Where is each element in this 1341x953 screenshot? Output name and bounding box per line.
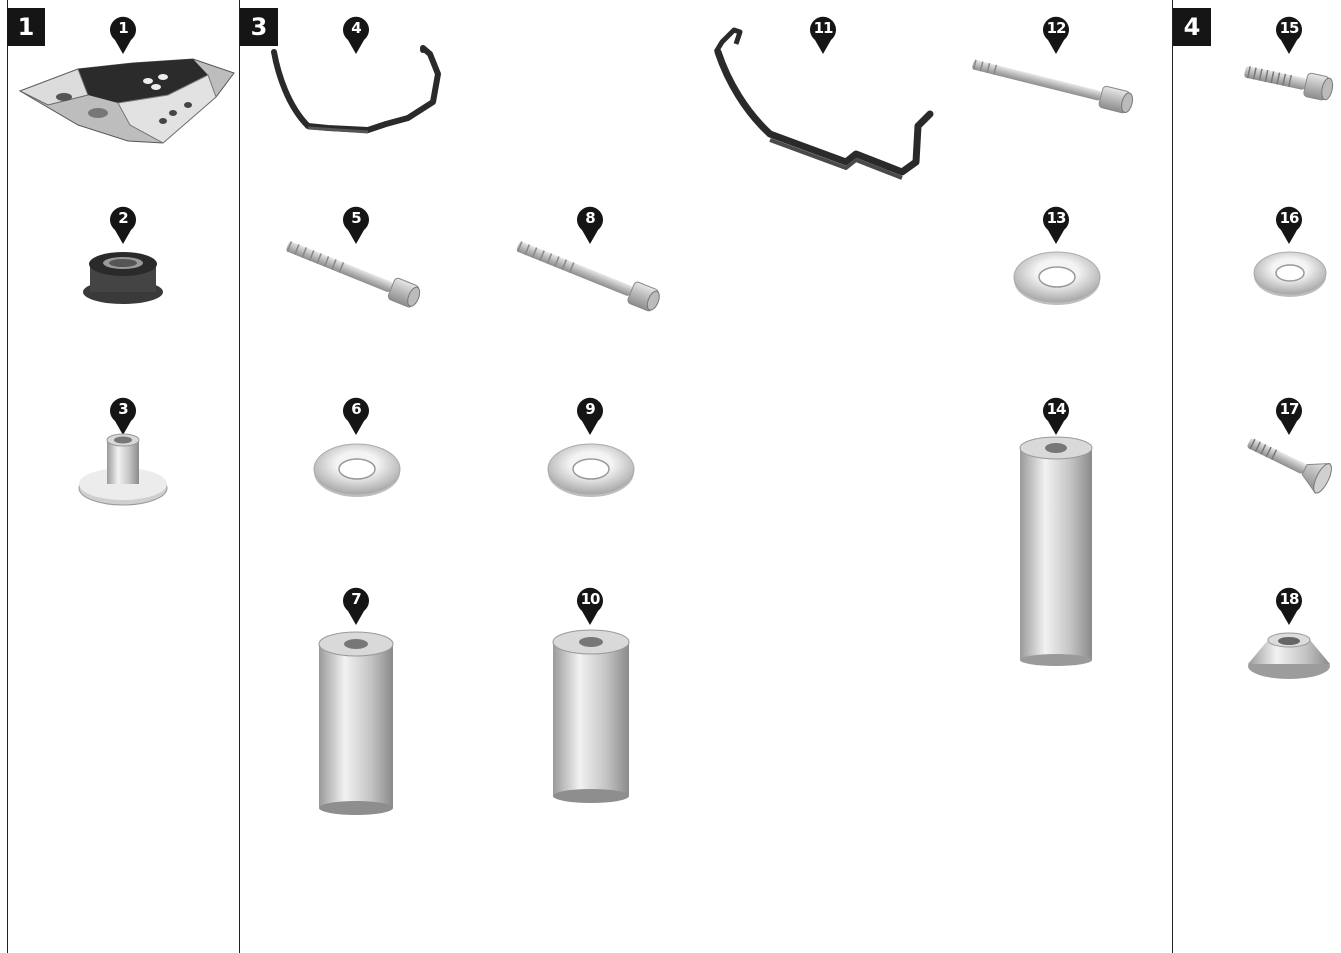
section-label-4: 4 — [1173, 8, 1211, 46]
part-marker-9: 9 — [575, 396, 605, 436]
part-marker-15: 15 — [1274, 15, 1304, 55]
part-marker-16: 16 — [1274, 205, 1304, 245]
part-marker-7: 7 — [341, 586, 371, 626]
part-marker-5: 5 — [341, 205, 371, 245]
section-divider — [1172, 0, 1173, 953]
part-number: 8 — [575, 209, 605, 227]
rubber-grommet-icon — [80, 244, 166, 306]
part-marker-18: 18 — [1274, 586, 1304, 626]
washer-icon — [312, 440, 402, 500]
part-number: 16 — [1274, 209, 1304, 227]
hex-socket-bolt-icon — [276, 240, 436, 308]
skid-plate-icon — [18, 55, 238, 150]
part-number: 4 — [341, 19, 371, 37]
part-marker-12: 12 — [1041, 15, 1071, 55]
part-marker-13: 13 — [1041, 205, 1071, 245]
section-label-3: 3 — [240, 8, 278, 46]
countersunk-washer-icon — [1246, 628, 1332, 682]
hex-socket-bolt-icon — [506, 240, 676, 312]
part-number: 18 — [1274, 590, 1304, 608]
part-number: 6 — [341, 400, 371, 418]
bracket-icon — [706, 22, 942, 192]
part-marker-3: 3 — [108, 396, 138, 436]
part-number: 5 — [341, 209, 371, 227]
washer-icon — [546, 440, 636, 500]
short-bolt-icon — [1240, 56, 1340, 106]
part-number: 3 — [108, 400, 138, 418]
part-number: 13 — [1041, 209, 1071, 227]
part-number: 9 — [575, 400, 605, 418]
washer-icon — [1252, 248, 1328, 300]
part-number: 10 — [575, 590, 605, 608]
part-number: 15 — [1274, 19, 1304, 37]
part-marker-6: 6 — [341, 396, 371, 436]
countersunk-bolt-icon — [1240, 428, 1340, 498]
section-divider — [7, 0, 8, 953]
part-number: 17 — [1274, 400, 1304, 418]
part-marker-8: 8 — [575, 205, 605, 245]
washer-icon — [1012, 248, 1102, 308]
spacer-icon — [316, 630, 396, 816]
bracket-icon — [268, 44, 448, 140]
spacer-icon — [550, 628, 634, 804]
flanged-bushing-icon — [76, 432, 170, 508]
section-divider — [239, 0, 240, 953]
part-number: 2 — [108, 209, 138, 227]
part-number: 12 — [1041, 19, 1071, 37]
section-label-1: 1 — [7, 8, 45, 46]
part-number: 14 — [1041, 400, 1071, 418]
part-number: 1 — [108, 19, 138, 37]
part-marker-1: 1 — [108, 15, 138, 55]
part-number: 7 — [341, 590, 371, 608]
part-marker-2: 2 — [108, 205, 138, 245]
part-marker-10: 10 — [575, 586, 605, 626]
part-marker-14: 14 — [1041, 396, 1071, 436]
long-bolt-icon — [966, 54, 1146, 118]
long-spacer-icon — [1016, 434, 1096, 666]
